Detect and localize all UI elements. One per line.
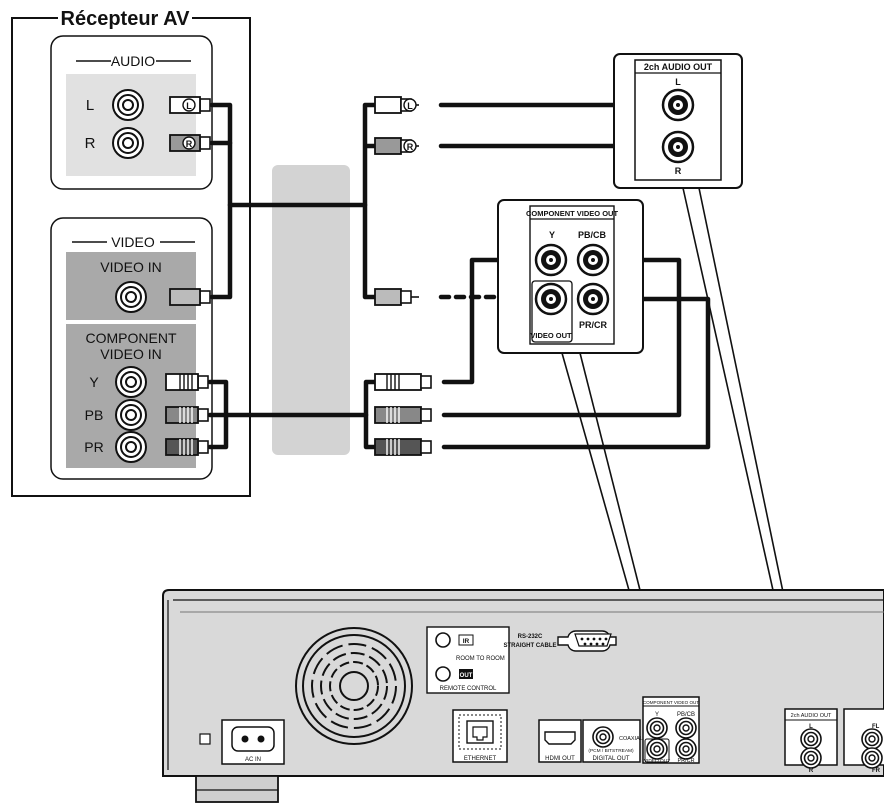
player-fr-label: FR: [872, 768, 881, 774]
coaxial-jack[interactable]: [592, 726, 614, 748]
plug-r-badge-right: R: [407, 142, 414, 152]
player-video-out-label: VIDEO OUT: [644, 758, 670, 764]
ir-label: IR: [463, 638, 470, 645]
player-audio-r-label: R: [809, 768, 814, 774]
out-jack[interactable]: [435, 666, 451, 682]
component-pr-label: PR: [84, 439, 103, 455]
cable-gap-band: [272, 165, 350, 455]
component-zoom-video-jack[interactable]: [534, 282, 568, 316]
ac-in-socket[interactable]: [231, 726, 275, 752]
player-component-pb-jack[interactable]: [675, 717, 697, 739]
player-plugs: L R: [374, 96, 432, 456]
room-to-room-label: ROOM TO ROOM: [456, 656, 505, 662]
player-component-y: Y: [655, 712, 659, 718]
video-group-label: VIDEO: [111, 234, 155, 250]
receiver-component-pr-jack[interactable]: [115, 431, 147, 463]
component-y-label: Y: [89, 374, 99, 390]
fan-vent-icon: [295, 627, 413, 745]
out-label: OUT: [460, 673, 473, 679]
receiver-audio-r-jack[interactable]: [112, 127, 144, 159]
audio-out-zoom: 2ch AUDIO OUT L R: [613, 53, 743, 189]
player-component-pr: PR/CR: [677, 758, 694, 764]
plug-l-badge-right: L: [407, 101, 413, 111]
component-zoom-pb-jack[interactable]: [576, 243, 610, 277]
player-component-pr-jack[interactable]: [675, 738, 697, 760]
player-fl-jack[interactable]: [861, 728, 883, 750]
receiver-title: Récepteur AV: [61, 8, 191, 30]
audio-out-zoom-l: L: [675, 77, 681, 87]
component-zoom-pr-jack[interactable]: [576, 282, 610, 316]
player-fr-jack[interactable]: [861, 747, 883, 769]
component-zoom-title: COMPONENT VIDEO OUT: [526, 209, 619, 218]
player-audio-out-title: 2ch AUDIO OUT: [791, 713, 832, 719]
component-pb-label: PB: [85, 407, 104, 423]
hdmi-port[interactable]: [544, 731, 576, 745]
player-fl-label: FL: [872, 724, 880, 730]
receiver-audio-l-jack[interactable]: [112, 89, 144, 121]
ethernet-label: ETHERNET: [464, 756, 497, 762]
audio-r-label: R: [85, 135, 96, 152]
component-zoom-pb: PB/CB: [578, 230, 607, 240]
audio-out-zoom-r: R: [675, 166, 682, 176]
digital-out-label: DIGITAL OUT: [592, 756, 629, 762]
component-out-zoom: COMPONENT VIDEO OUT Y PB/CB VIDEO OUT PR…: [497, 199, 644, 354]
component-zoom-pr: PR/CR: [579, 320, 608, 330]
component-zoom-video-out: VIDEO OUT: [530, 331, 572, 340]
video-in-label: VIDEO IN: [100, 259, 161, 275]
audio-l-label: L: [86, 97, 94, 114]
audio-group-label: AUDIO: [111, 53, 155, 69]
component-zoom-y: Y: [549, 230, 555, 240]
plug-l-badge: L: [186, 101, 192, 111]
receiver-component-y-jack[interactable]: [115, 366, 147, 398]
audio-out-zoom-title: 2ch AUDIO OUT: [644, 62, 713, 72]
rs232c-label-2: STRAIGHT CABLE: [504, 643, 557, 649]
receiver-plugs: L R: [165, 96, 222, 456]
player-audio-r-jack[interactable]: [800, 747, 822, 769]
coaxial-label: COAXIAL: [619, 736, 643, 742]
component-in-label-1: COMPONENT: [86, 330, 177, 346]
player-component-title: COMPONENT VIDEO OUT: [643, 700, 700, 705]
player-component-pb: PB/CB: [677, 712, 695, 718]
audio-out-zoom-r-jack[interactable]: [661, 130, 695, 164]
remote-control-label: REMOTE CONTROL: [440, 686, 497, 692]
player-audio-l-label: L: [809, 724, 813, 730]
player-component-y-jack[interactable]: [646, 717, 668, 739]
rs232c-label-1: RS-232C: [518, 634, 543, 640]
hdmi-out-label: HDMI OUT: [545, 756, 575, 762]
plug-r-badge: R: [186, 139, 193, 149]
component-zoom-y-jack[interactable]: [534, 243, 568, 277]
player-rear-panel: IR ROOM TO ROOM OUT REMOTE CONTROL RS-23…: [162, 589, 884, 803]
ir-jack[interactable]: [435, 632, 451, 648]
audio-out-zoom-l-jack[interactable]: [661, 88, 695, 122]
player-video-out-jack[interactable]: [646, 738, 668, 760]
rs232c-port[interactable]: [557, 630, 617, 652]
component-in-label-2: VIDEO IN: [100, 346, 161, 362]
pcm-bitstream-label: (PCM / BITSTREAM): [588, 748, 634, 754]
cables: [207, 102, 711, 450]
player-audio-l-jack[interactable]: [800, 728, 822, 750]
receiver-video-in-jack[interactable]: [115, 281, 147, 313]
receiver-component-pb-jack[interactable]: [115, 399, 147, 431]
ac-in-label: AC IN: [245, 757, 261, 763]
